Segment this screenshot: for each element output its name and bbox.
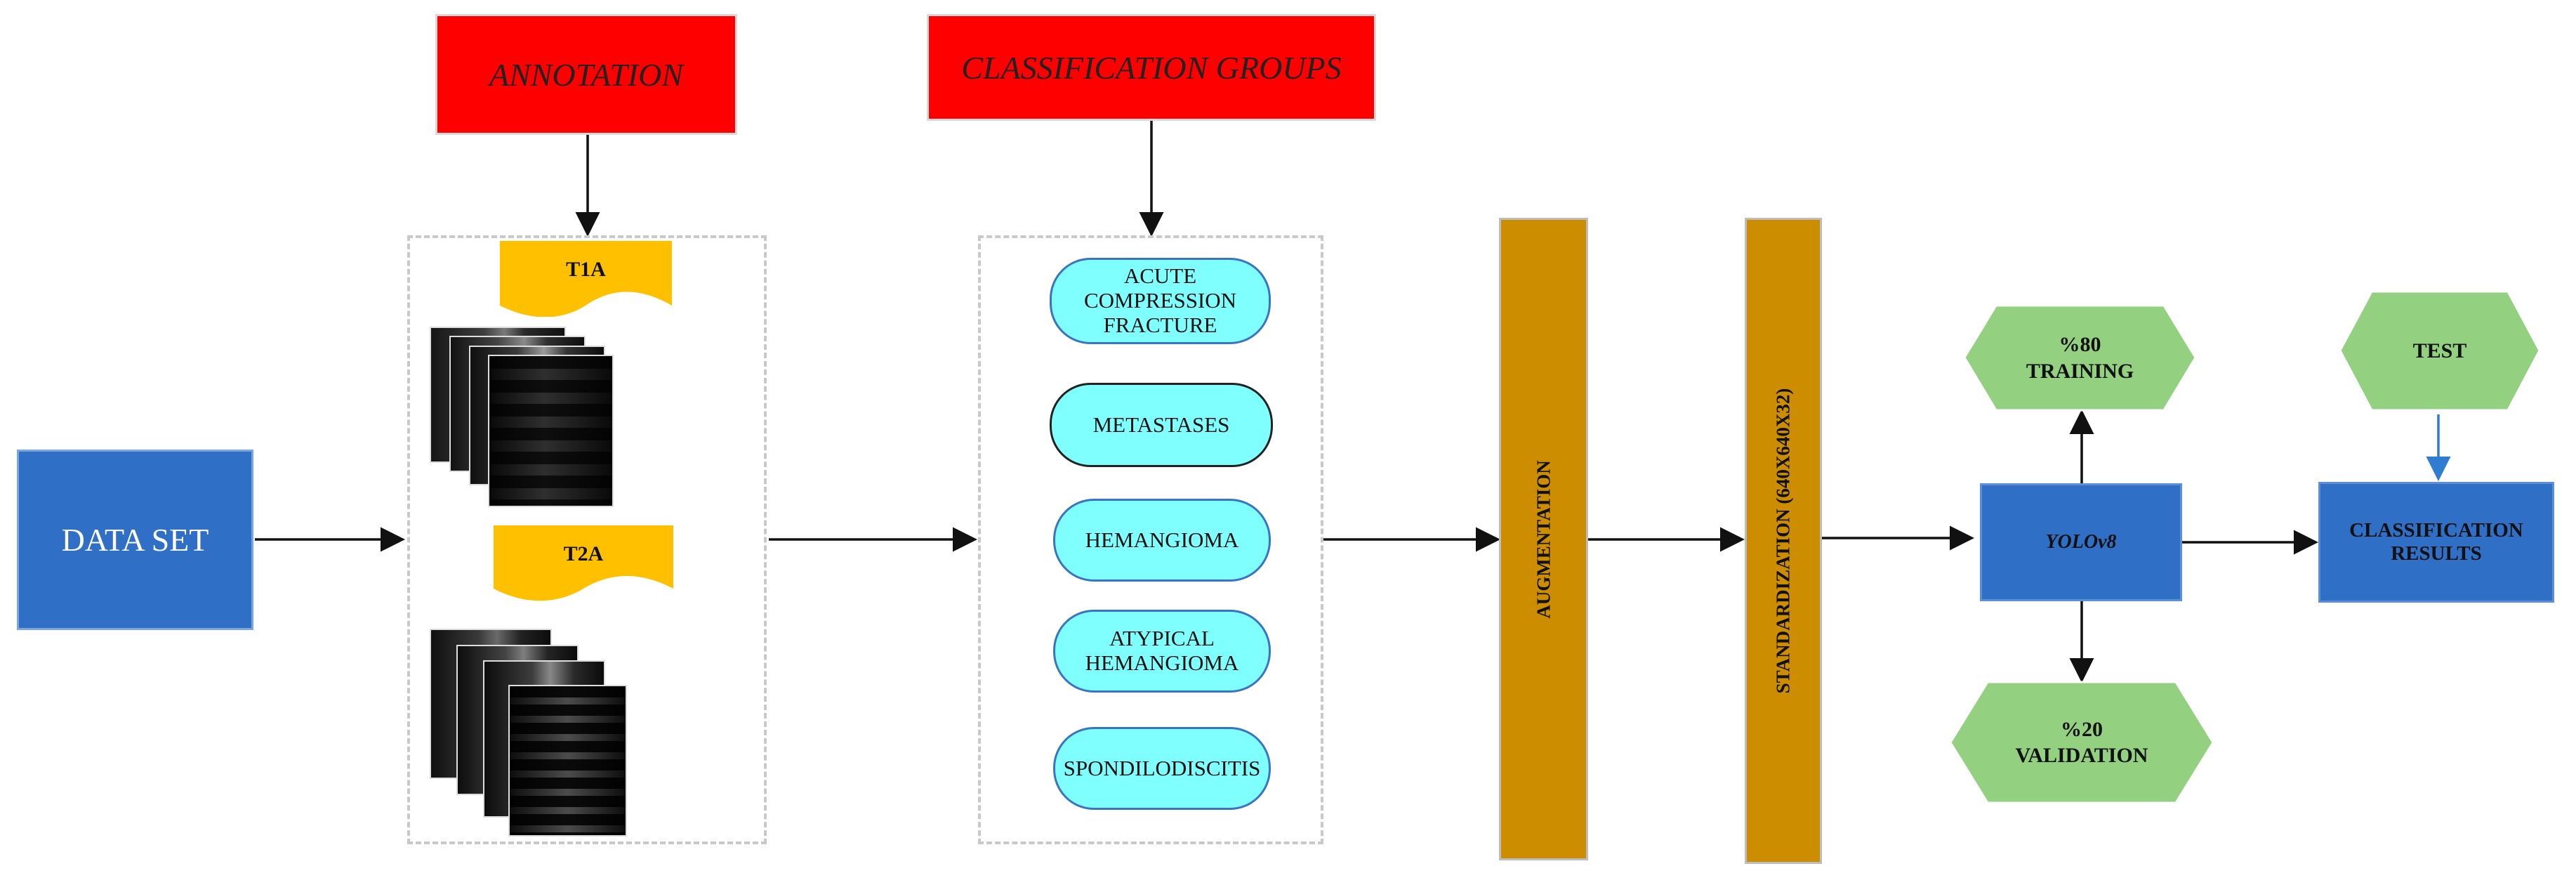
group-metastases: METASTASES — [1050, 383, 1273, 467]
groups-container — [978, 235, 1323, 844]
augmentation-bar: AUGMENTATION — [1499, 218, 1588, 860]
yolov8-box: YOLOv8 — [1980, 483, 2182, 601]
training-percent: %80 — [2059, 333, 2101, 356]
group-acute-line1: ACUTE — [1123, 263, 1197, 289]
test-hexagon: TEST — [2338, 289, 2542, 412]
group-atypical-hemangioma: ATYPICAL HEMANGIOMA — [1053, 610, 1271, 693]
training-hexagon: %80 TRAINING — [1962, 303, 2198, 412]
t1a-tag — [500, 241, 672, 317]
validation-label: VALIDATION — [2015, 744, 2148, 767]
standardization-bar: STANDARDIZATION (640X640X32) — [1745, 218, 1822, 864]
annotation-label: ANNOTATION — [489, 56, 684, 93]
group-acute-line3: FRACTURE — [1103, 312, 1217, 337]
data-set-label: DATA SET — [61, 522, 209, 558]
annotation-container — [407, 235, 767, 844]
results-line2: RESULTS — [2391, 542, 2482, 565]
data-set-box: DATA SET — [17, 450, 253, 630]
classification-groups-box: CLASSIFICATION GROUPS — [927, 14, 1376, 121]
group-hemangioma-label: HEMANGIOMA — [1085, 527, 1239, 552]
group-atypical-line2: HEMANGIOMA — [1085, 650, 1239, 675]
standardization-label: STANDARDIZATION (640X640X32) — [1772, 388, 1794, 694]
augmentation-label: AUGMENTATION — [1533, 459, 1554, 619]
group-hemangioma: HEMANGIOMA — [1053, 499, 1271, 582]
results-line1: CLASSIFICATION — [2349, 519, 2523, 542]
t2a-label: T2A — [563, 542, 604, 565]
group-acute-compression-fracture: ACUTE COMPRESSION FRACTURE — [1050, 258, 1271, 344]
annotation-box: ANNOTATION — [435, 14, 737, 135]
yolov8-label: YOLOv8 — [2045, 531, 2117, 553]
t2a-tag — [494, 525, 673, 601]
validation-percent: %20 — [2061, 717, 2103, 741]
group-spondilodiscitis: SPONDILODISCITIS — [1053, 727, 1271, 810]
training-label: TRAINING — [2026, 359, 2134, 383]
t2a-label-wrap: T2A — [494, 525, 673, 583]
t1a-label: T1A — [566, 258, 606, 281]
classification-results-box: CLASSIFICATION RESULTS — [2318, 482, 2554, 603]
classification-groups-label: CLASSIFICATION GROUPS — [961, 49, 1342, 86]
group-metastases-label: METASTASES — [1092, 412, 1230, 437]
validation-hexagon: %20 VALIDATION — [1948, 680, 2215, 805]
group-spondilodiscitis-label: SPONDILODISCITIS — [1063, 755, 1261, 780]
test-label: TEST — [2412, 339, 2467, 362]
group-acute-line2: COMPRESSION — [1083, 288, 1237, 313]
group-atypical-line1: ATYPICAL — [1109, 626, 1215, 651]
t1a-label-wrap: T1A — [500, 241, 672, 299]
